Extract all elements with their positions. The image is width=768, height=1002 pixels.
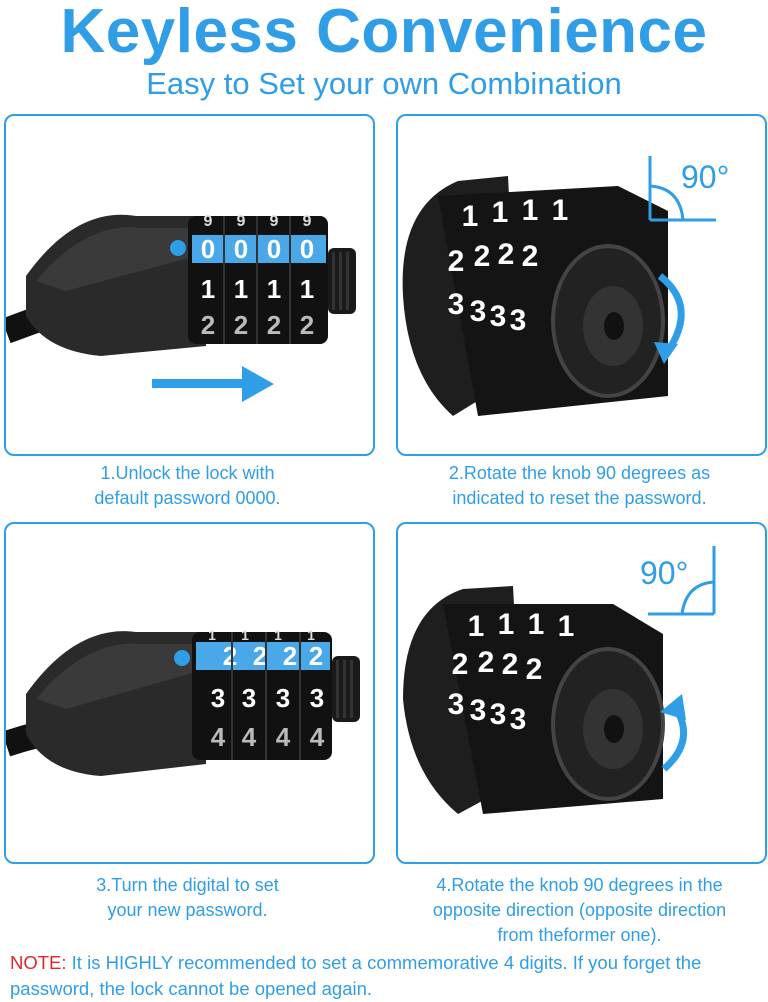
warning-note: NOTE: It is HIGHLY recommended to set a … xyxy=(10,950,762,1002)
note-text: It is HIGHLY recommended to set a commem… xyxy=(10,952,702,999)
dial-4-bottom: 4 xyxy=(310,722,325,752)
angle-90-icon xyxy=(648,156,716,222)
step-4-line-1: 4.Rotate the knob 90 degrees in the xyxy=(436,875,723,895)
dial-row-3c: 3 xyxy=(490,300,507,333)
dial-4-code: 0 xyxy=(300,234,314,264)
dial-1-bottom: 2 xyxy=(201,310,215,340)
dial-1-top: 1 xyxy=(208,627,216,643)
dial-row-2d: 2 xyxy=(522,240,539,273)
dial-row-2b: 2 xyxy=(478,646,495,679)
dial-1-bottom: 4 xyxy=(211,722,226,752)
step-3-caption: 3.Turn the digital to set your new passw… xyxy=(4,873,371,923)
dial-row-1c: 1 xyxy=(528,608,545,641)
dial-2-code: 2 xyxy=(253,641,267,671)
step-1-image-panel: 9 9 9 9 0 0 0 0 1 1 1 1 2 2 2 2 xyxy=(4,114,375,456)
rotate-counterclockwise-icon xyxy=(660,694,688,772)
dial-3-top: 9 xyxy=(270,213,279,230)
dial-row-1b: 1 xyxy=(492,196,509,229)
angle-label: 90° xyxy=(640,555,688,591)
dial-row-3: 3 xyxy=(448,688,465,721)
dial-2-code: 0 xyxy=(234,234,248,264)
step-4-image-panel: 1 1 1 1 2 2 2 2 3 3 3 3 90° xyxy=(396,522,767,864)
dial-row-3: 3 xyxy=(448,288,465,321)
dial-row-3b: 3 xyxy=(470,295,487,328)
angle-90-icon xyxy=(648,546,716,616)
step-2-line-2: indicated to reset the password. xyxy=(452,488,707,508)
dial-row-2c: 2 xyxy=(498,238,515,271)
dial-row-1b: 1 xyxy=(498,608,515,641)
right-arrow-icon xyxy=(152,366,274,402)
dial-3-bottom: 4 xyxy=(276,722,291,752)
dial-3-bottom: 2 xyxy=(267,310,281,340)
lock-set-combination-illustration: 1 1 1 1 2 2 2 2 3 3 3 3 4 4 4 4 xyxy=(6,627,360,776)
dial-row-3d: 3 xyxy=(510,703,527,736)
dial-row-1d: 1 xyxy=(552,194,569,227)
step-3-line-2: your new password. xyxy=(107,900,268,920)
step-4-caption: 4.Rotate the knob 90 degrees in the oppo… xyxy=(396,873,763,948)
dial-4-top: 9 xyxy=(303,213,312,230)
dial-1-top: 9 xyxy=(204,213,213,230)
step-2-line-1: 2.Rotate the knob 90 degrees as xyxy=(448,463,711,483)
page-title: Keyless Convenience xyxy=(60,0,708,66)
dial-1-mid: 1 xyxy=(201,274,215,304)
dial-2-bottom: 4 xyxy=(242,722,257,752)
dial-row-3d: 3 xyxy=(510,304,527,337)
dial-row-2c: 2 xyxy=(502,648,519,681)
step-2-image-panel: 1 1 1 1 2 2 2 2 3 3 3 3 90° xyxy=(396,114,767,456)
lock-rotate-back-illustration: 1 1 1 1 2 2 2 2 3 3 3 3 90° xyxy=(403,546,716,814)
page-subtitle: Easy to Set your own Combination xyxy=(146,66,622,101)
dial-3-code: 0 xyxy=(267,234,281,264)
combination-dials: 9 9 9 9 0 0 0 0 1 1 1 1 2 2 2 2 xyxy=(188,213,356,344)
dial-4-code: 2 xyxy=(309,641,323,671)
step-1-caption: 1.Unlock the lock with default password … xyxy=(4,461,371,511)
dial-row-1d: 1 xyxy=(558,610,575,643)
dial-3-mid: 1 xyxy=(267,274,281,304)
step-4-line-2: opposite direction (opposite direction xyxy=(432,900,727,920)
step-1-line-2: default password 0000. xyxy=(94,488,281,508)
dial-3-code: 2 xyxy=(283,641,297,671)
dial-3-mid: 3 xyxy=(276,683,290,713)
dial-1-mid: 3 xyxy=(211,683,225,713)
dial-2-mid: 1 xyxy=(234,274,248,304)
step-1-line-1: 1.Unlock the lock with xyxy=(100,463,275,483)
note-label: NOTE: xyxy=(10,952,67,973)
dial-row-1: 1 xyxy=(468,610,485,643)
lock-unlock-illustration: 9 9 9 9 0 0 0 0 1 1 1 1 2 2 2 2 xyxy=(6,213,356,402)
dial-4-bottom: 2 xyxy=(300,310,314,340)
step-3-line-1: 3.Turn the digital to set xyxy=(96,875,279,895)
dial-2-top: 1 xyxy=(241,627,249,643)
dial-1-code: 2 xyxy=(223,641,237,671)
dial-row-2: 2 xyxy=(448,245,465,278)
dial-row-1c: 1 xyxy=(522,194,539,227)
step-4-line-3: from theformer one). xyxy=(497,925,662,945)
dial-row-1: 1 xyxy=(462,200,479,233)
dial-3-top: 1 xyxy=(274,627,282,643)
combination-dials: 1 1 1 1 2 2 2 2 3 3 3 3 4 4 4 4 xyxy=(192,627,360,760)
rotate-clockwise-icon xyxy=(654,273,685,364)
lock-rotate-illustration: 1 1 1 1 2 2 2 2 3 3 3 3 90° xyxy=(402,156,729,416)
dial-row-3c: 3 xyxy=(490,698,507,731)
dial-row-2d: 2 xyxy=(526,653,543,686)
dial-4-mid: 3 xyxy=(310,683,324,713)
step-3-image-panel: 1 1 1 1 2 2 2 2 3 3 3 3 4 4 4 4 xyxy=(4,522,375,864)
dial-4-mid: 1 xyxy=(300,274,314,304)
dial-2-mid: 3 xyxy=(242,683,256,713)
dial-row-2b: 2 xyxy=(474,240,491,273)
angle-label: 90° xyxy=(681,159,729,195)
dial-2-bottom: 2 xyxy=(234,310,248,340)
step-2-caption: 2.Rotate the knob 90 degrees as indicate… xyxy=(396,461,763,511)
dial-4-top: 1 xyxy=(307,627,315,643)
dial-row-2: 2 xyxy=(452,648,469,681)
dial-row-3b: 3 xyxy=(470,694,487,727)
dial-1-code: 0 xyxy=(201,234,215,264)
dial-2-top: 9 xyxy=(237,213,246,230)
